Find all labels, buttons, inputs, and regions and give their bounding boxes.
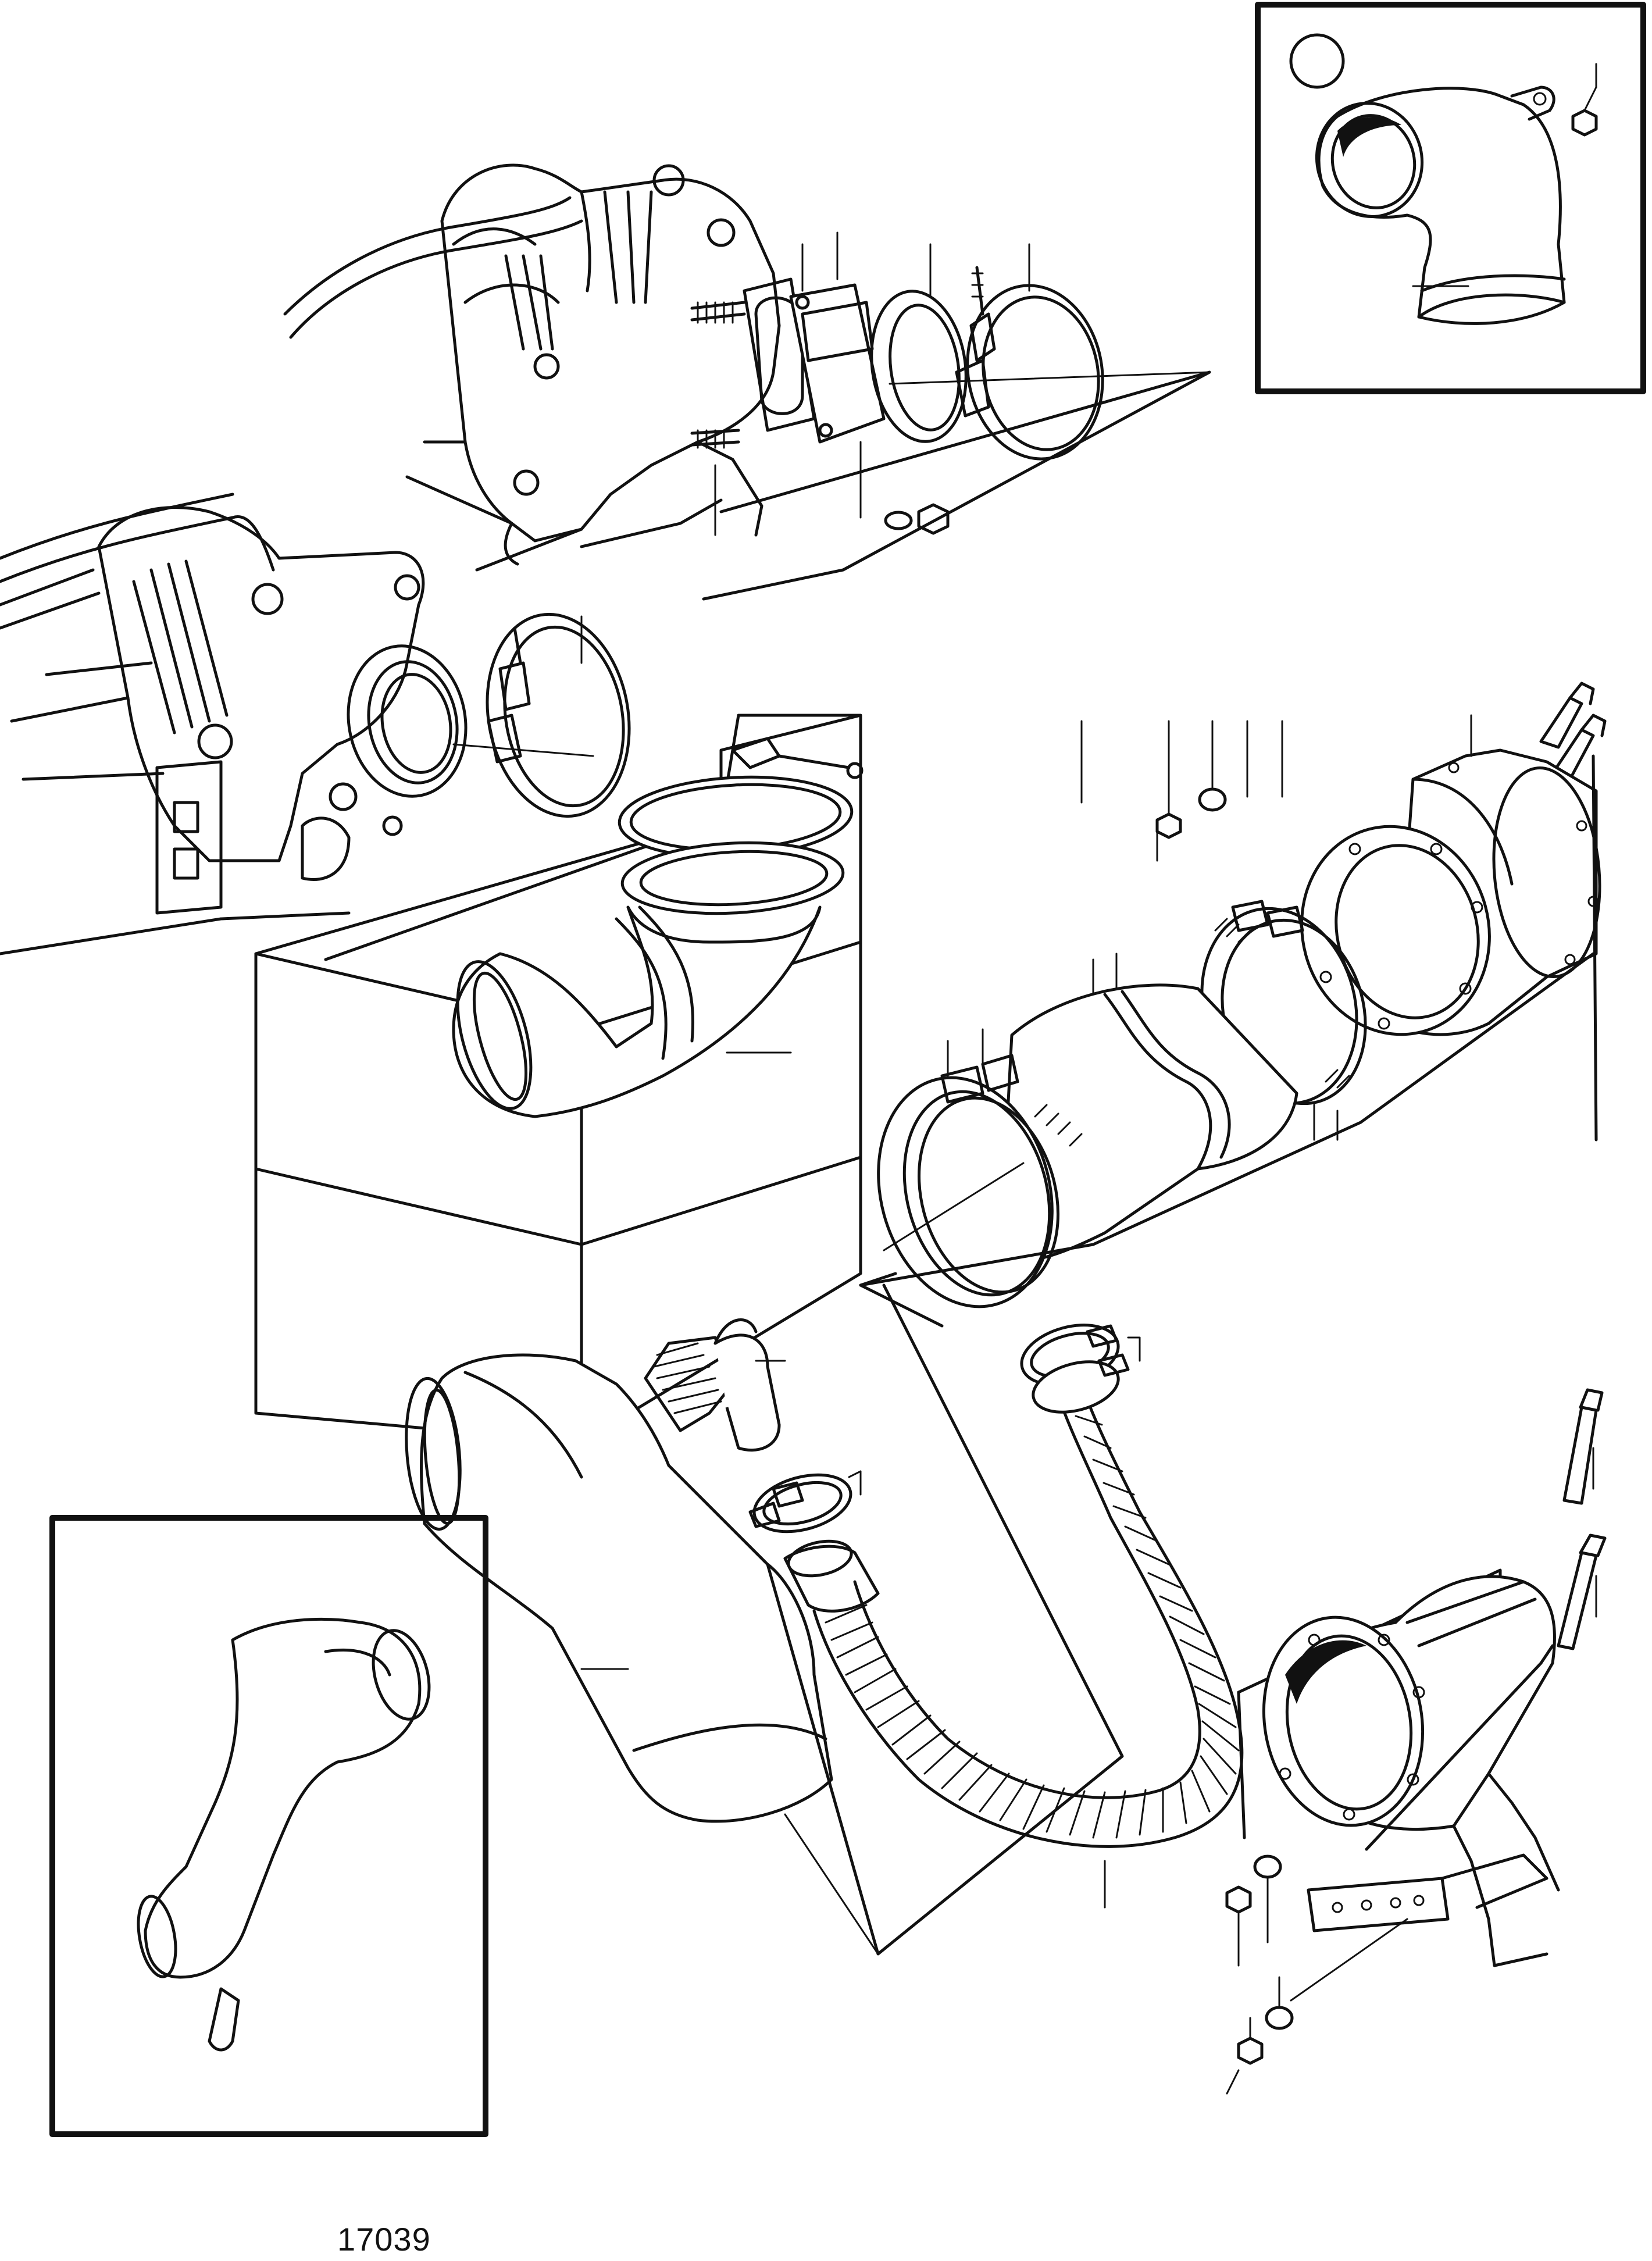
outlet-bend-section	[1225, 1388, 1607, 2095]
inset-reference-circle	[1289, 33, 1345, 89]
inset-elbow-detail	[1255, 2, 1646, 394]
turbo-assembly-upper	[283, 163, 1211, 601]
elbow-box-section	[254, 714, 864, 1444]
figure-number: 17039	[337, 2221, 431, 2258]
exhaust-hose-section	[859, 682, 1607, 1328]
inset-s-pipe-detail	[49, 1515, 488, 2137]
exhaust-pipe-section	[405, 1283, 1244, 1956]
turbo-assembly-lower	[0, 493, 723, 961]
